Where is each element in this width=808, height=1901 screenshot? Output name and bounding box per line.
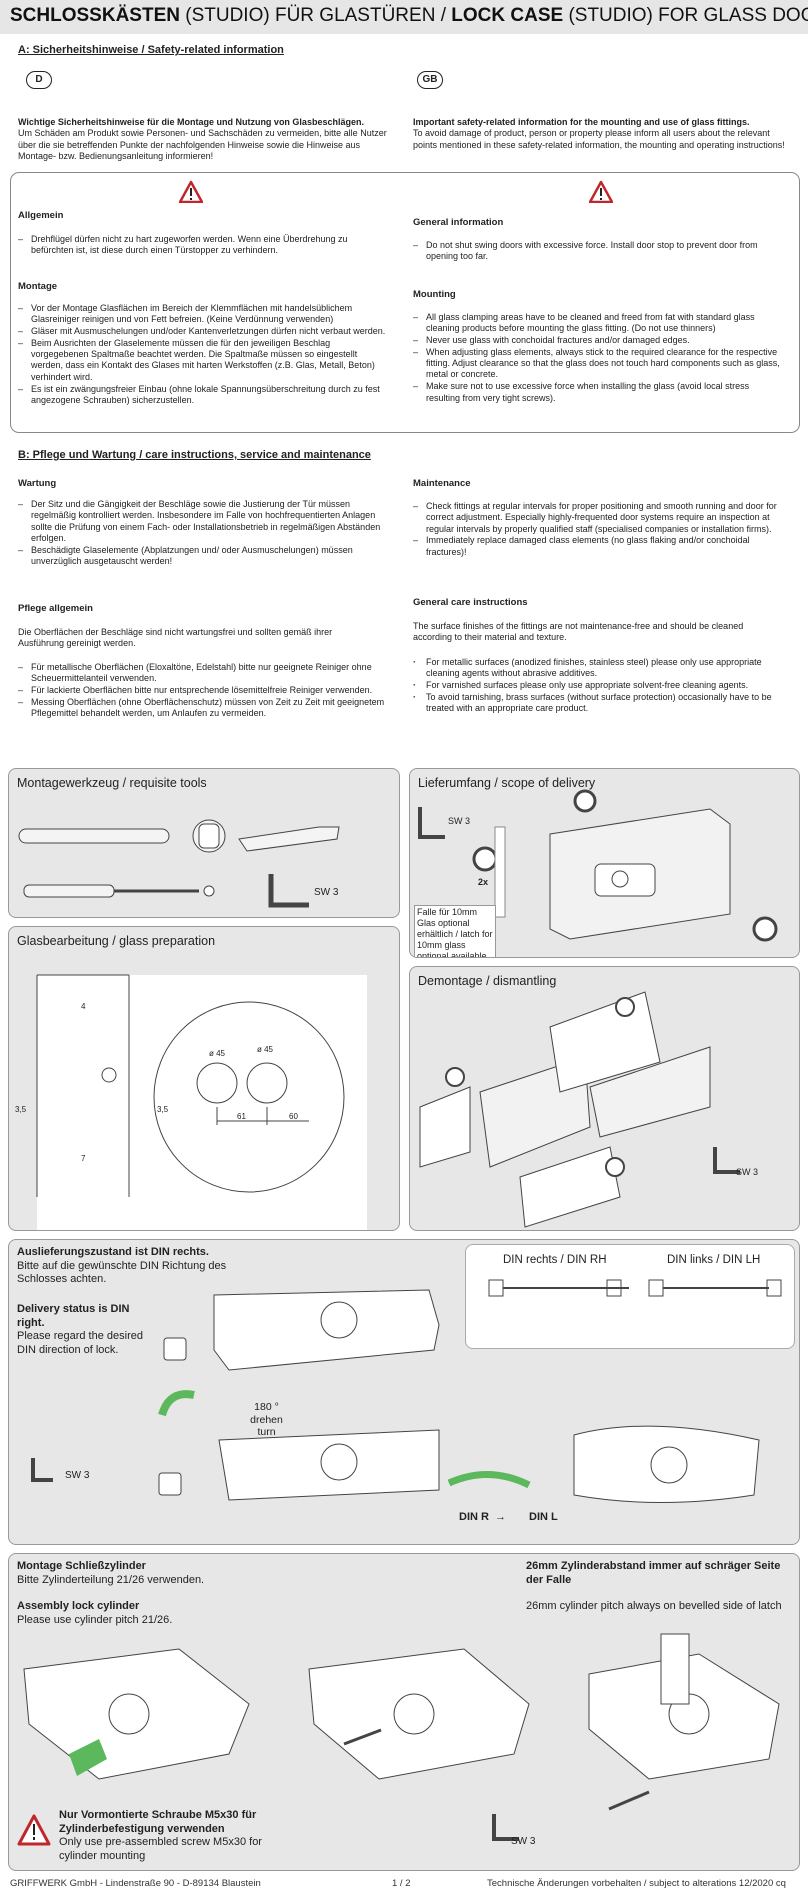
din-direction-box: [465, 1244, 795, 1349]
maint-en-heading: Maintenance: [413, 478, 471, 489]
dim-3-5-left: 3,5: [15, 1105, 27, 1114]
delivery-title: Lieferumfang / scope of delivery: [418, 776, 596, 790]
care-de-list: Für metallische Oberflächen (Eloxaltöne,…: [18, 662, 388, 720]
care-en-heading: General care instructions: [413, 597, 528, 608]
din-sw-label: SW 3: [65, 1470, 90, 1481]
tools-illustration: [18, 819, 340, 908]
care-en-list: For metallic surfaces (anodized finishes…: [413, 657, 783, 715]
dim-3-5-right: 3,5: [157, 1105, 169, 1114]
delivery-panel: Lieferumfang / scope of delivery SW 3 2x…: [409, 768, 800, 958]
din-text-de: Auslieferungszustand ist DIN rechts.Bitt…: [17, 1246, 227, 1285]
dismantle-panel: Demontage / dismantling SW 3: [409, 966, 800, 1231]
general-de-list: Drehflügel dürfen nicht zu hart zugeworf…: [18, 234, 383, 257]
dim-61: 61: [237, 1112, 246, 1121]
lang-badge-de: D: [26, 71, 52, 89]
footer-page: 1 / 2: [392, 1878, 411, 1889]
mount-en-heading: Mounting: [413, 289, 456, 300]
mount-en-list: All glass clamping areas have to be clea…: [413, 312, 783, 404]
din-illustration: [31, 1279, 782, 1503]
din-from-label: DIN R: [459, 1511, 489, 1523]
delivery-note: Falle für 10mm Glas optional erhältlich …: [414, 905, 496, 957]
footer-address: GRIFFWERK GmbH - Lindenstraße 90 - D-891…: [10, 1878, 261, 1889]
mount-de-list: Vor der Montage Glasflächen im Bereich d…: [18, 303, 388, 407]
cyl-right-de: 26mm Zylinderabstand immer auf schräger …: [526, 1560, 781, 1586]
care-de-text: Die Oberflächen der Beschläge sind nicht…: [18, 627, 333, 649]
dismantle-title: Demontage / dismantling: [418, 974, 557, 988]
din-lh-label: DIN links / DIN LH: [667, 1254, 761, 1266]
tools-sw-label: SW 3: [314, 887, 339, 898]
general-en-heading: General information: [413, 217, 504, 228]
tools-title: Montagewerkzeug / requisite tools: [17, 776, 207, 790]
intro-en: Important safety-related information for…: [413, 117, 785, 150]
dim-diameter-2: ø 45: [257, 1045, 274, 1054]
dim-7: 7: [81, 1154, 86, 1163]
intro-de: Wichtige Sicherheitshinweise für die Mon…: [18, 117, 387, 161]
dim-60: 60: [289, 1112, 298, 1121]
care-en-text: The surface finishes of the fittings are…: [413, 621, 744, 643]
maint-de-list: Der Sitz und die Gängigkeit der Beschläg…: [18, 499, 388, 568]
turn-label: 180 ° drehen turn: [250, 1401, 283, 1438]
din-rh-label: DIN rechts / DIN RH: [503, 1254, 607, 1266]
cyl-warning: Nur Vormontierte Schraube M5x30 für Zyli…: [59, 1809, 262, 1862]
maint-en-list: Check fittings at regular intervals for …: [413, 501, 783, 558]
delivery-illustration: [418, 789, 778, 942]
dim-diameter-1: ø 45: [209, 1049, 226, 1058]
mount-de-heading: Montage: [18, 281, 58, 292]
glass-panel: Glasbearbeitung / glass preparation 4 3,…: [8, 926, 400, 1231]
cyl-right-en: 26mm cylinder pitch always on bevelled s…: [526, 1600, 782, 1612]
maint-de-heading: Wartung: [18, 478, 57, 489]
cylinder-illustration: [17, 1633, 780, 1846]
cyl-sw-label: SW 3: [511, 1836, 536, 1847]
warning-icon: [179, 180, 203, 203]
lang-badge-gb: GB: [417, 71, 443, 89]
tools-panel: Montagewerkzeug / requisite tools SW 3: [8, 768, 400, 918]
section-b-heading: B: Pflege und Wartung / care instruction…: [18, 449, 371, 461]
section-a-heading: A: Sicherheitshinweise / Safety-related …: [18, 44, 284, 56]
dismantle-sw-label: SW 3: [736, 1167, 759, 1177]
warning-icon: [589, 180, 613, 203]
glass-title: Glasbearbeitung / glass preparation: [17, 934, 216, 948]
delivery-sw-label: SW 3: [448, 816, 471, 826]
din-arrow: →: [495, 1511, 506, 1523]
din-to-label: DIN L: [529, 1511, 558, 1523]
general-de-heading: Allgemein: [18, 210, 64, 221]
din-text-en: Delivery status is DIN right.Please rega…: [17, 1303, 143, 1356]
din-panel: Auslieferungszustand ist DIN rechts.Bitt…: [8, 1239, 800, 1545]
footer-note: Technische Änderungen vorbehalten / subj…: [487, 1878, 786, 1889]
general-en-list: Do not shut swing doors with excessive f…: [413, 240, 783, 263]
care-de-heading: Pflege allgemein: [18, 603, 93, 614]
dismantle-illustration: [419, 991, 740, 1228]
delivery-qty: 2x: [478, 877, 489, 887]
dim-4: 4: [81, 1002, 86, 1011]
document-title: SCHLOSSKÄSTEN (STUDIO) FÜR GLASTÜREN / L…: [0, 0, 808, 34]
glass-illustration: [36, 974, 367, 1230]
